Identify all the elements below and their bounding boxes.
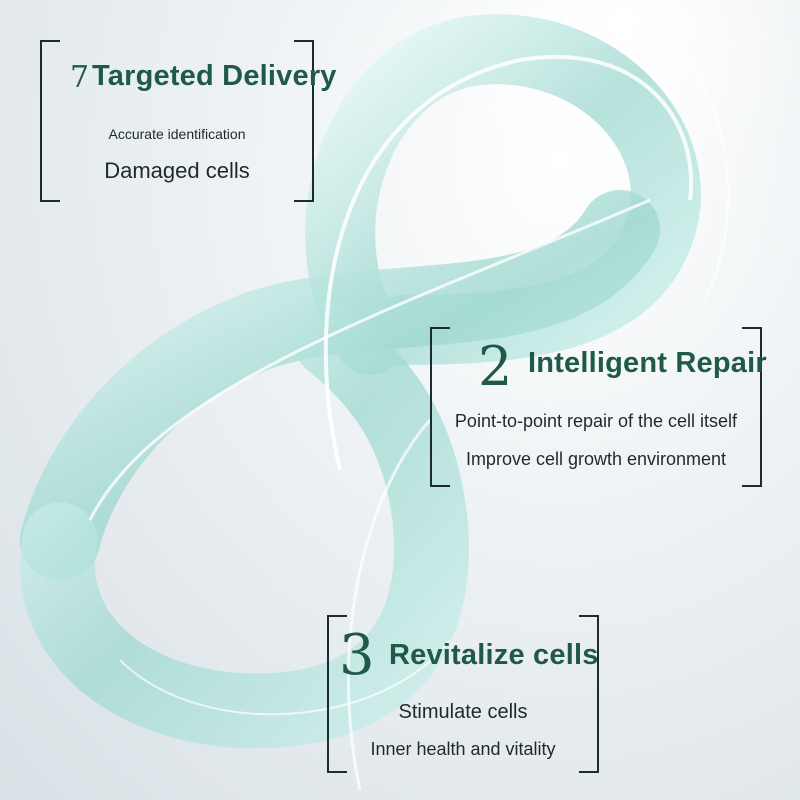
left-bracket bbox=[430, 327, 450, 487]
right-bracket bbox=[294, 40, 314, 202]
right-bracket bbox=[742, 327, 762, 487]
feature-number: 2 bbox=[478, 335, 513, 398]
feature-line-1: Accurate identification bbox=[108, 126, 246, 142]
left-bracket bbox=[40, 40, 60, 202]
feature-number: 7 bbox=[70, 60, 90, 95]
feature-line-2: Improve cell growth environment bbox=[465, 449, 727, 469]
feature-panel-revitalize-cells: 3 Revitalize cells Stimulate cells Inner… bbox=[327, 615, 599, 773]
feature-line-1: Point-to-point repair of the cell itself bbox=[454, 411, 738, 431]
feature-line-1: Stimulate cells bbox=[398, 701, 528, 723]
feature-panel-targeted-delivery: 7 Targeted Delivery Accurate identificat… bbox=[40, 40, 336, 202]
feature-panel-intelligent-repair: 2 Intelligent Repair Point-to-point repa… bbox=[430, 327, 767, 487]
right-bracket bbox=[579, 615, 599, 773]
feature-line-2: Damaged cells bbox=[104, 158, 250, 183]
feature-line-2: Inner health and vitality bbox=[370, 739, 556, 759]
left-bracket bbox=[327, 615, 347, 773]
feature-title: Intelligent Repair bbox=[528, 347, 767, 379]
feature-title: Targeted Delivery bbox=[92, 60, 337, 92]
feature-number: 3 bbox=[339, 623, 375, 688]
feature-title: Revitalize cells bbox=[389, 639, 599, 671]
